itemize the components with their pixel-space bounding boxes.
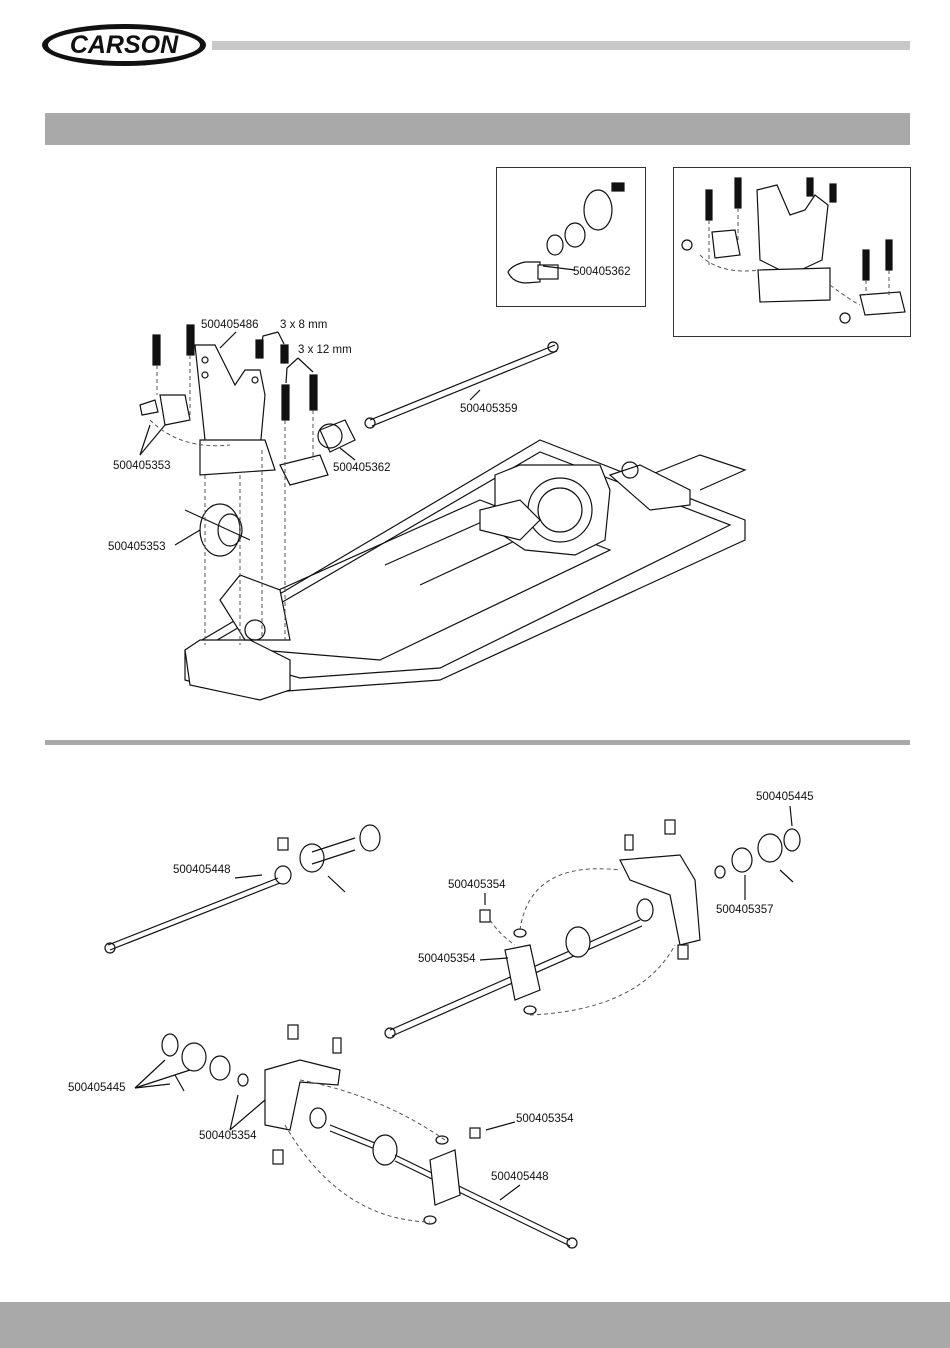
- label-bearing-right: 500405357: [716, 904, 774, 917]
- label-rear-shaft: 500405448: [491, 1171, 549, 1184]
- label-diff-gear: 500405353: [108, 541, 166, 554]
- label-pinion-gear: 500405362: [333, 462, 391, 475]
- label-rear-screw: 500405354: [516, 1113, 574, 1126]
- label-rear-hub: 500405354: [199, 1130, 257, 1143]
- label-screw-3x8: 3 x 8 mm: [280, 319, 327, 332]
- label-screw-3x12: 3 x 12 mm: [298, 344, 352, 357]
- label-front-shaft: 500405448: [173, 864, 231, 877]
- label-drive-shaft: 500405359: [460, 403, 518, 416]
- label-hub-screw-top: 500405354: [448, 879, 506, 892]
- label-front-cup: 500405445: [756, 791, 814, 804]
- footer-bar: [0, 1302, 950, 1348]
- label-shock-tower: 500405486: [201, 319, 259, 332]
- label-rear-cup: 500405445: [68, 1082, 126, 1095]
- label-bumper-mount: 500405353: [113, 460, 171, 473]
- label-hub-center: 500405354: [418, 953, 476, 966]
- section-divider: [45, 740, 910, 745]
- label-inset-gear: 500405362: [573, 266, 631, 279]
